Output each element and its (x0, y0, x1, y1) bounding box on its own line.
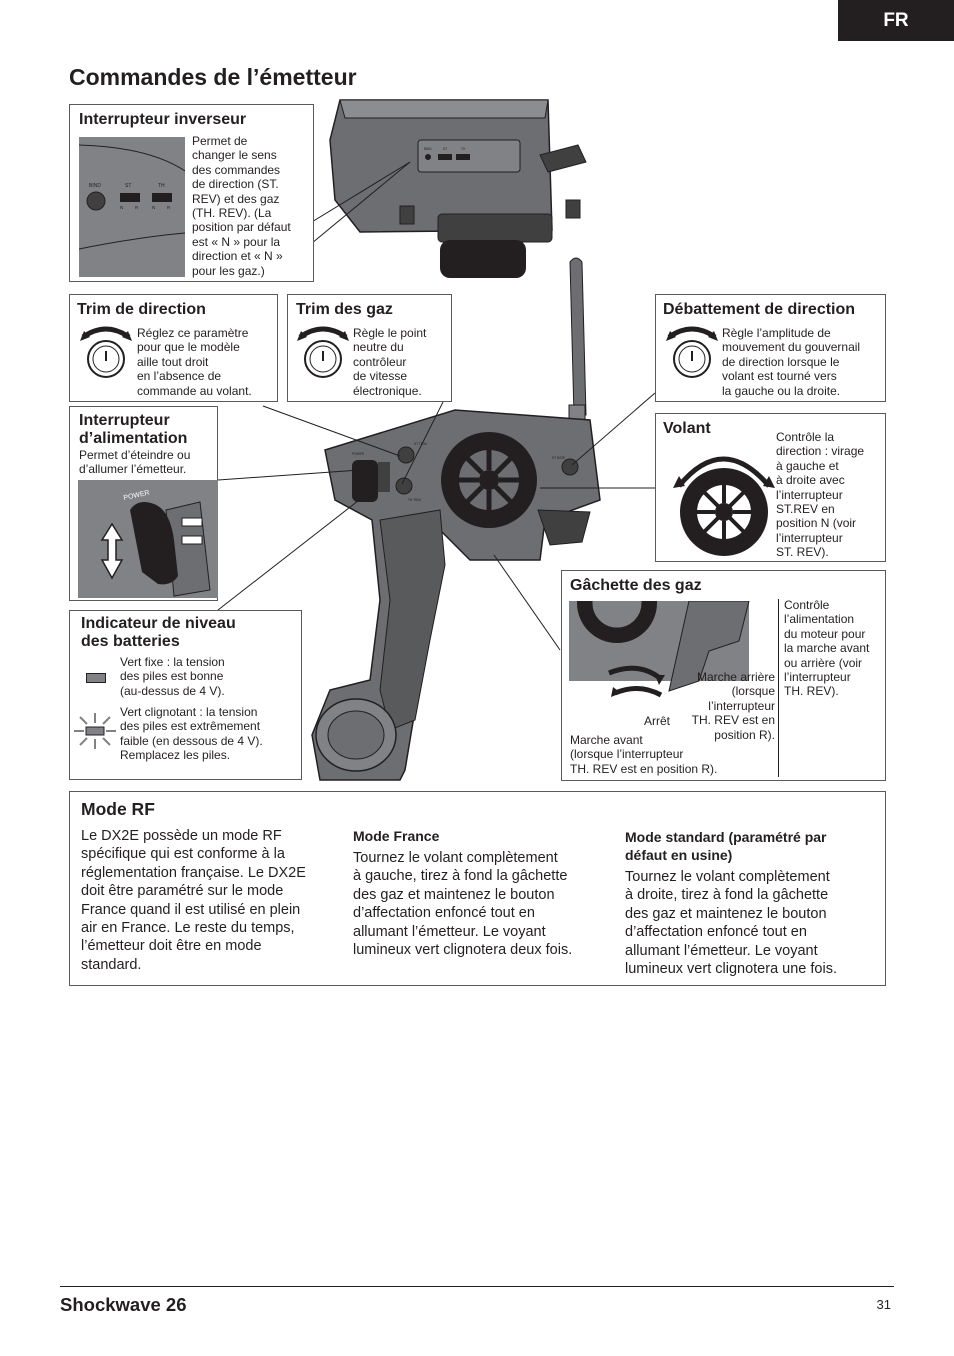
side-power-label: POWER (352, 452, 365, 456)
panel-r2-label: R (167, 205, 171, 210)
callout-inverseur: Interrupteur inverseur BIND ST TH N R N … (69, 104, 314, 282)
side-st-rate-label: ST RATE (552, 456, 565, 460)
leader-lines (217, 161, 656, 651)
trim-gaz-title: Trim des gaz (296, 301, 393, 318)
gachette-stop-text: Arrêt (644, 714, 671, 728)
panel-r1-label: R (135, 205, 139, 210)
page-title: Commandes de l’émetteur (69, 64, 357, 90)
trigger-illustration (569, 601, 750, 698)
panel-bind-label: BIND (89, 183, 101, 189)
steering-wheel-icon (673, 456, 775, 556)
led-blinking-icon (74, 713, 116, 749)
inverseur-title: Interrupteur inverseur (79, 111, 247, 128)
top-bind-label: BIND (424, 147, 432, 151)
panel-n2-label: N (152, 205, 155, 210)
side-th-trim-label: TH TRIM (408, 498, 421, 502)
side-st-trim-label: ST TRIM (414, 442, 427, 446)
panel-n1-label: N (120, 205, 123, 210)
callout-debattement: Débattement de direction Règle l’amplitu… (655, 294, 886, 402)
top-st-label: ST (443, 147, 447, 151)
trim-direction-title: Trim de direction (77, 301, 206, 318)
panel-th-label: TH (158, 183, 165, 189)
mode-rf-title: Mode RF (81, 799, 155, 819)
panel-st-label: ST (125, 183, 131, 189)
footer-title: Shockwave 26 (60, 1294, 187, 1315)
volant-title: Volant (663, 420, 711, 437)
debattement-title: Débattement de direction (663, 301, 856, 318)
top-th-label: TH (461, 147, 466, 151)
debattement-knob-icon (666, 326, 718, 378)
gachette-divider (778, 599, 779, 777)
power-switch-illustration: POWER (78, 480, 218, 598)
language-tab: FR (838, 0, 954, 41)
gachette-title: Gâchette des gaz (570, 577, 702, 594)
top-view: BIND ST TH (329, 99, 587, 278)
side-view: ST TRIM TH TRIM ST RATE POWER (311, 257, 601, 781)
trim-gaz-knob-icon (297, 326, 349, 378)
page-number: 31 (876, 1297, 891, 1312)
gachette-forward-text: Marche avant(lorsque l’interrupteur TH. … (570, 733, 718, 776)
footer-rule (60, 1286, 894, 1287)
mode-france-title: Mode France (353, 828, 440, 844)
switch-panel-illustration: BIND ST TH N R N R (79, 137, 185, 277)
led-solid-icon (86, 673, 106, 683)
trim-direction-knob-icon (80, 326, 132, 378)
